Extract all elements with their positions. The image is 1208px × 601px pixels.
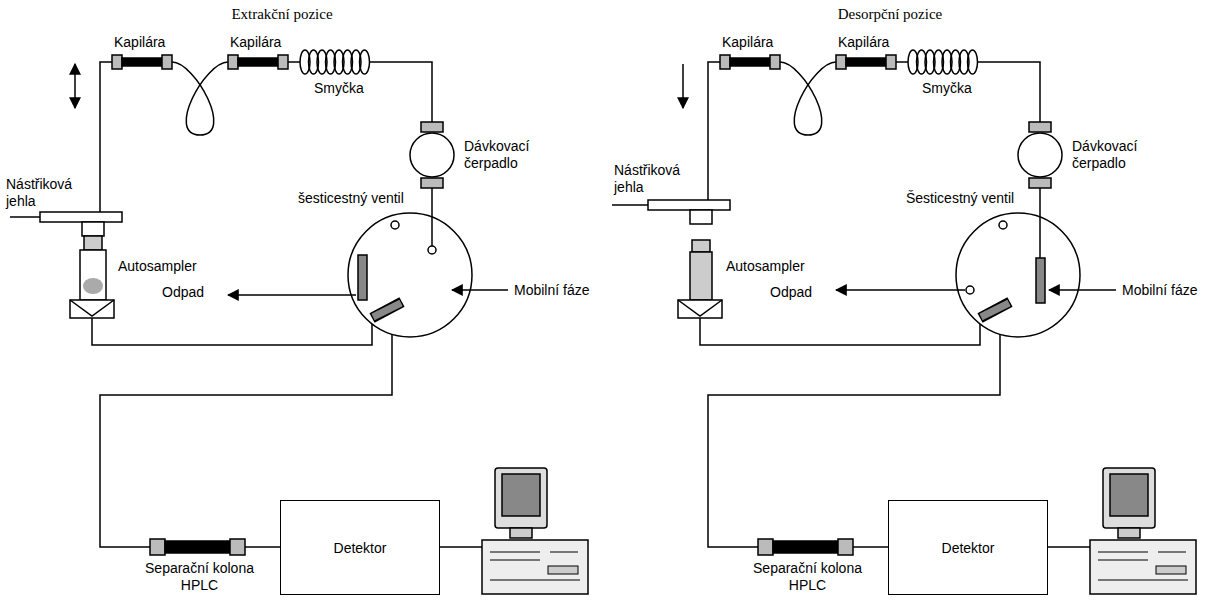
mobile-phase-label: Mobilní fáze bbox=[512, 282, 591, 299]
capillary-label: Kapilára bbox=[228, 34, 283, 51]
waste-label: Odpad bbox=[768, 284, 814, 301]
capillary-label: Kapilára bbox=[720, 34, 775, 51]
extraction-panel bbox=[10, 50, 588, 594]
column-label: Separační kolona HPLC bbox=[135, 560, 264, 594]
valve-label: šesticestný ventil bbox=[296, 190, 406, 207]
valve-label: Šesticestný ventil bbox=[904, 190, 1016, 207]
capillary-label: Kapilára bbox=[112, 34, 167, 51]
panel-title: Desorpční pozice bbox=[808, 6, 972, 23]
desorption-panel bbox=[612, 50, 1196, 594]
capillary-label: Kapilára bbox=[836, 34, 891, 51]
detector-box: Detektor bbox=[888, 500, 1048, 595]
autosampler-label: Autosampler bbox=[116, 258, 199, 275]
needle-label: Nástřiková jehla bbox=[4, 176, 88, 210]
waste-label: Odpad bbox=[160, 284, 206, 301]
pump-label: Dávkovací čerpadlo bbox=[462, 138, 558, 172]
detector-box: Detektor bbox=[280, 500, 440, 595]
pump-label: Dávkovací čerpadlo bbox=[1070, 138, 1166, 172]
loop-label: Smyčka bbox=[920, 80, 974, 97]
detector-label: Detektor bbox=[942, 540, 995, 556]
panel-title: Extrakční pozice bbox=[200, 6, 364, 23]
autosampler-label: Autosampler bbox=[724, 258, 807, 275]
needle-label: Nástřiková jehla bbox=[612, 162, 696, 196]
mobile-phase-label: Mobilní fáze bbox=[1120, 282, 1199, 299]
column-label: Separační kolona HPLC bbox=[743, 560, 872, 594]
loop-label: Smyčka bbox=[312, 80, 366, 97]
detector-label: Detektor bbox=[334, 540, 387, 556]
